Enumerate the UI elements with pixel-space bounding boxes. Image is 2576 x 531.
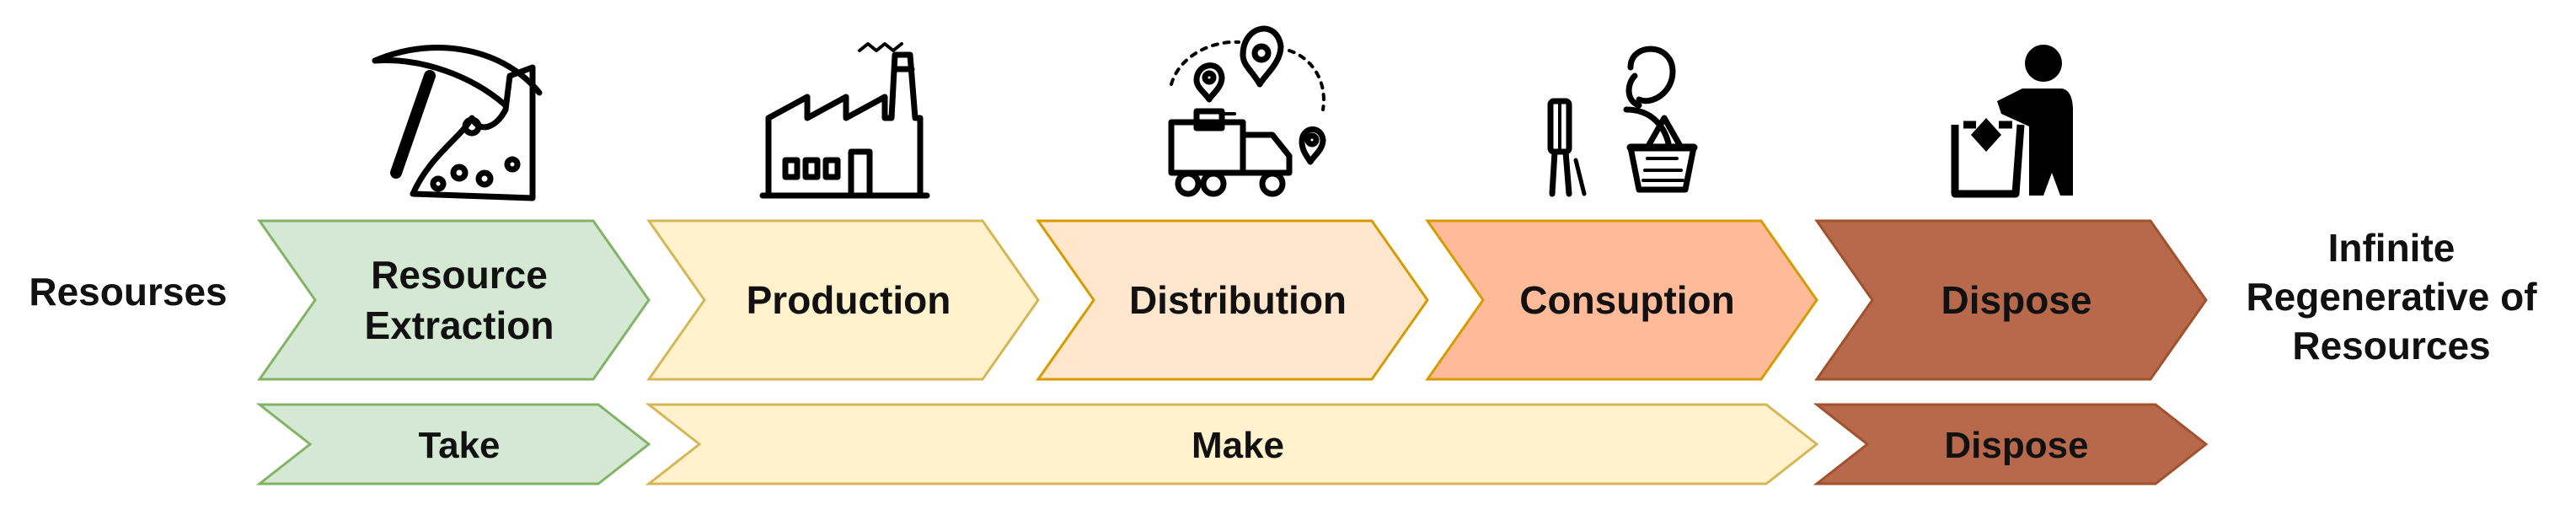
phase-shape [645,403,1819,485]
left-label: Resourses [29,270,227,314]
phase-shape [1813,403,2209,485]
stage-label: Distribution [1129,278,1347,322]
stage-chevron: Production [646,219,1040,381]
stage-shape [257,219,651,381]
stage-shape [1814,219,2208,381]
stage-label: Dispose [1941,278,2092,322]
stage-shape [646,219,1040,381]
stage-chevron: Dispose [1814,219,2208,381]
phase-chevron: Take [255,403,651,485]
right-label-line-1: Infinite [2328,226,2456,270]
phase-shape [255,403,651,485]
phase-label: Take [418,425,500,466]
stage-chevron: Consuption [1425,219,1818,381]
stage-shape [1036,219,1429,381]
stage-chevron: Distribution [1036,219,1429,381]
phase-label: Make [1192,425,1284,466]
right-label-line-3: Resources [2292,324,2490,367]
factory-icon [759,42,930,199]
pickaxe-mining-icon [372,45,543,201]
person-trash-bin-icon [1951,45,2073,198]
phase-chevron: Dispose [1813,403,2209,485]
stage-label: Extraction [365,303,554,347]
phase-chevron: Make [645,403,1819,485]
stage-shape [1425,219,1818,381]
stage-label: Resource [371,253,548,297]
phase-label: Dispose [1944,425,2088,466]
right-label-line-2: Regenerative of [2246,275,2537,319]
delivery-truck-location-icon [1168,25,1326,197]
stage-label: Production [747,278,951,322]
shopper-basket-icon [1547,46,1698,197]
stage-label: Consuption [1519,278,1735,322]
